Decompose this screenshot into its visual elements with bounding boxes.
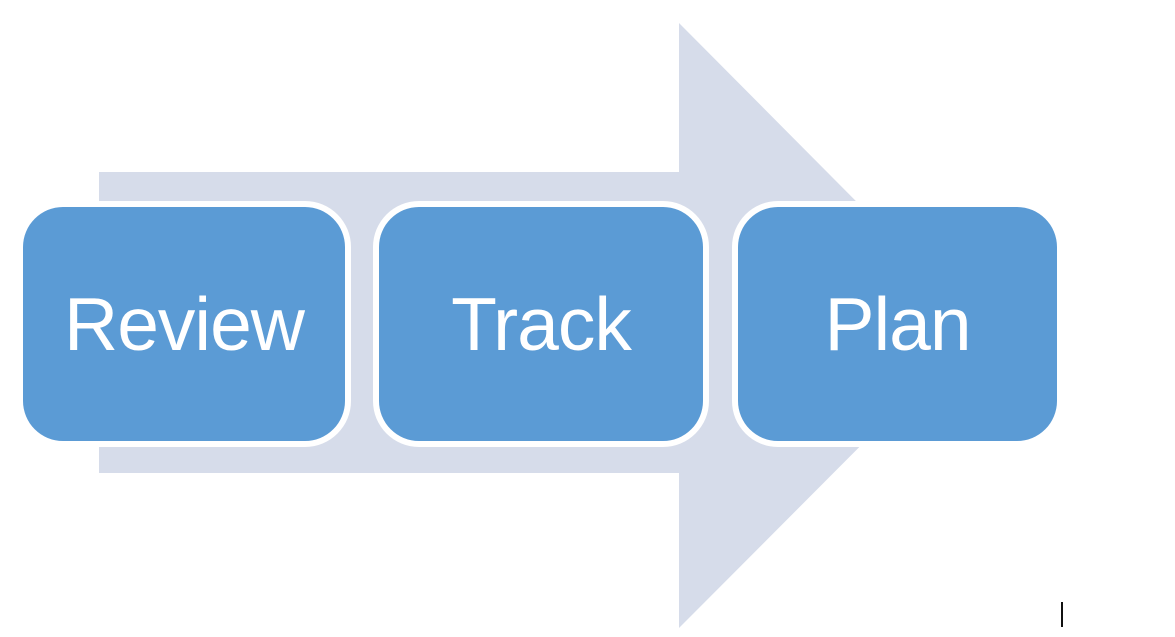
step-label-plan: Plan [824,281,971,366]
text-caret [1061,602,1063,627]
step-label-track: Track [451,281,632,366]
step-box-track[interactable]: Track [379,207,703,441]
step-box-plan[interactable]: Plan [738,207,1057,441]
step-box-review[interactable]: Review [23,207,345,441]
step-label-review: Review [64,281,305,366]
